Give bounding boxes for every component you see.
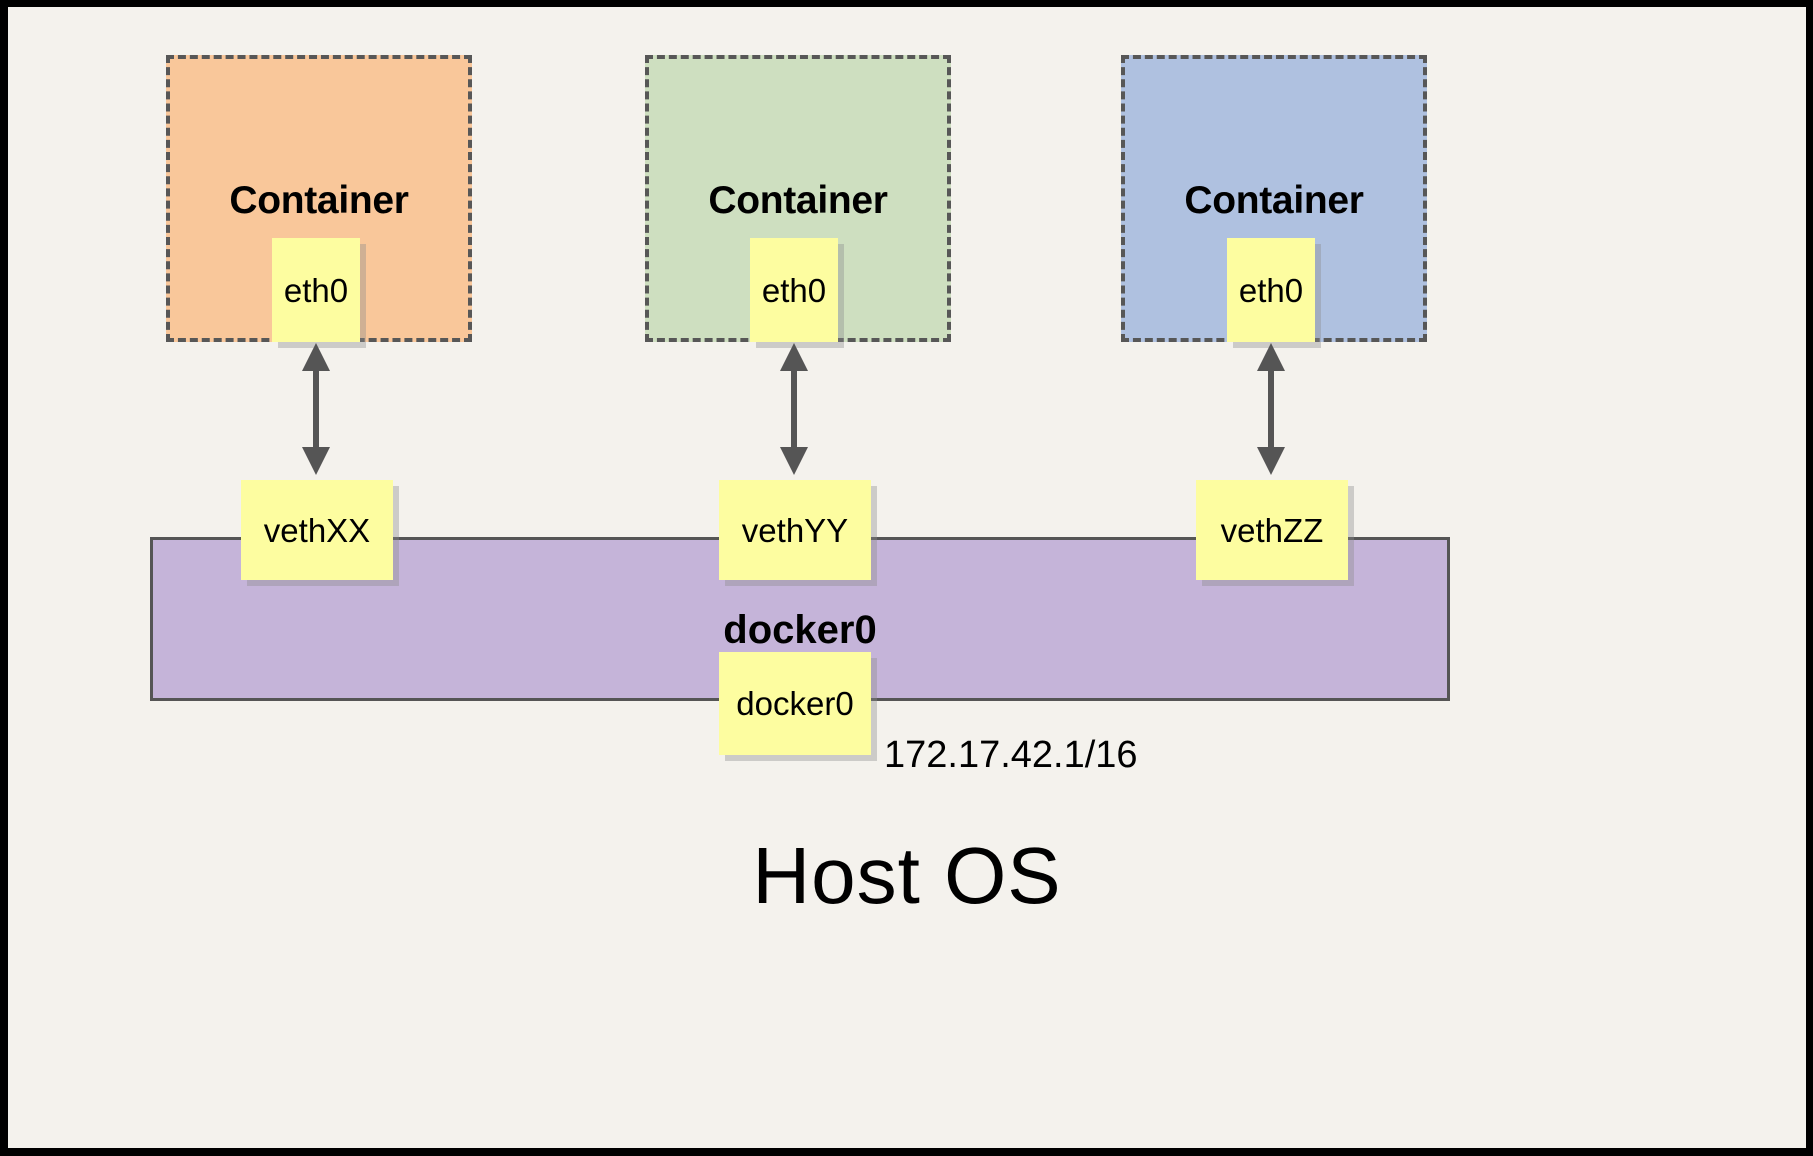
- veth-note-2: vethYY: [719, 480, 871, 580]
- host-os-title: Host OS: [752, 831, 1062, 920]
- link-arrow-1: [302, 343, 330, 475]
- container-title-3: Container: [1184, 179, 1364, 222]
- eth0-note-1: eth0: [272, 238, 360, 342]
- eth0-note-3: eth0: [1227, 238, 1315, 342]
- container-title-2: Container: [708, 179, 888, 222]
- diagram-stage: Container eth0 Container eth0 Container …: [8, 7, 1806, 1148]
- docker0-interface-note: docker0: [719, 652, 871, 755]
- veth-note-1: vethXX: [241, 480, 393, 580]
- container-title-1: Container: [229, 179, 409, 222]
- docker0-bridge-label: docker0: [723, 608, 877, 652]
- link-arrow-2: [780, 343, 808, 475]
- bridge-ip-address: 172.17.42.1/16: [884, 734, 1138, 776]
- veth-note-3: vethZZ: [1196, 480, 1348, 580]
- link-arrow-3: [1257, 343, 1285, 475]
- eth0-note-2: eth0: [750, 238, 838, 342]
